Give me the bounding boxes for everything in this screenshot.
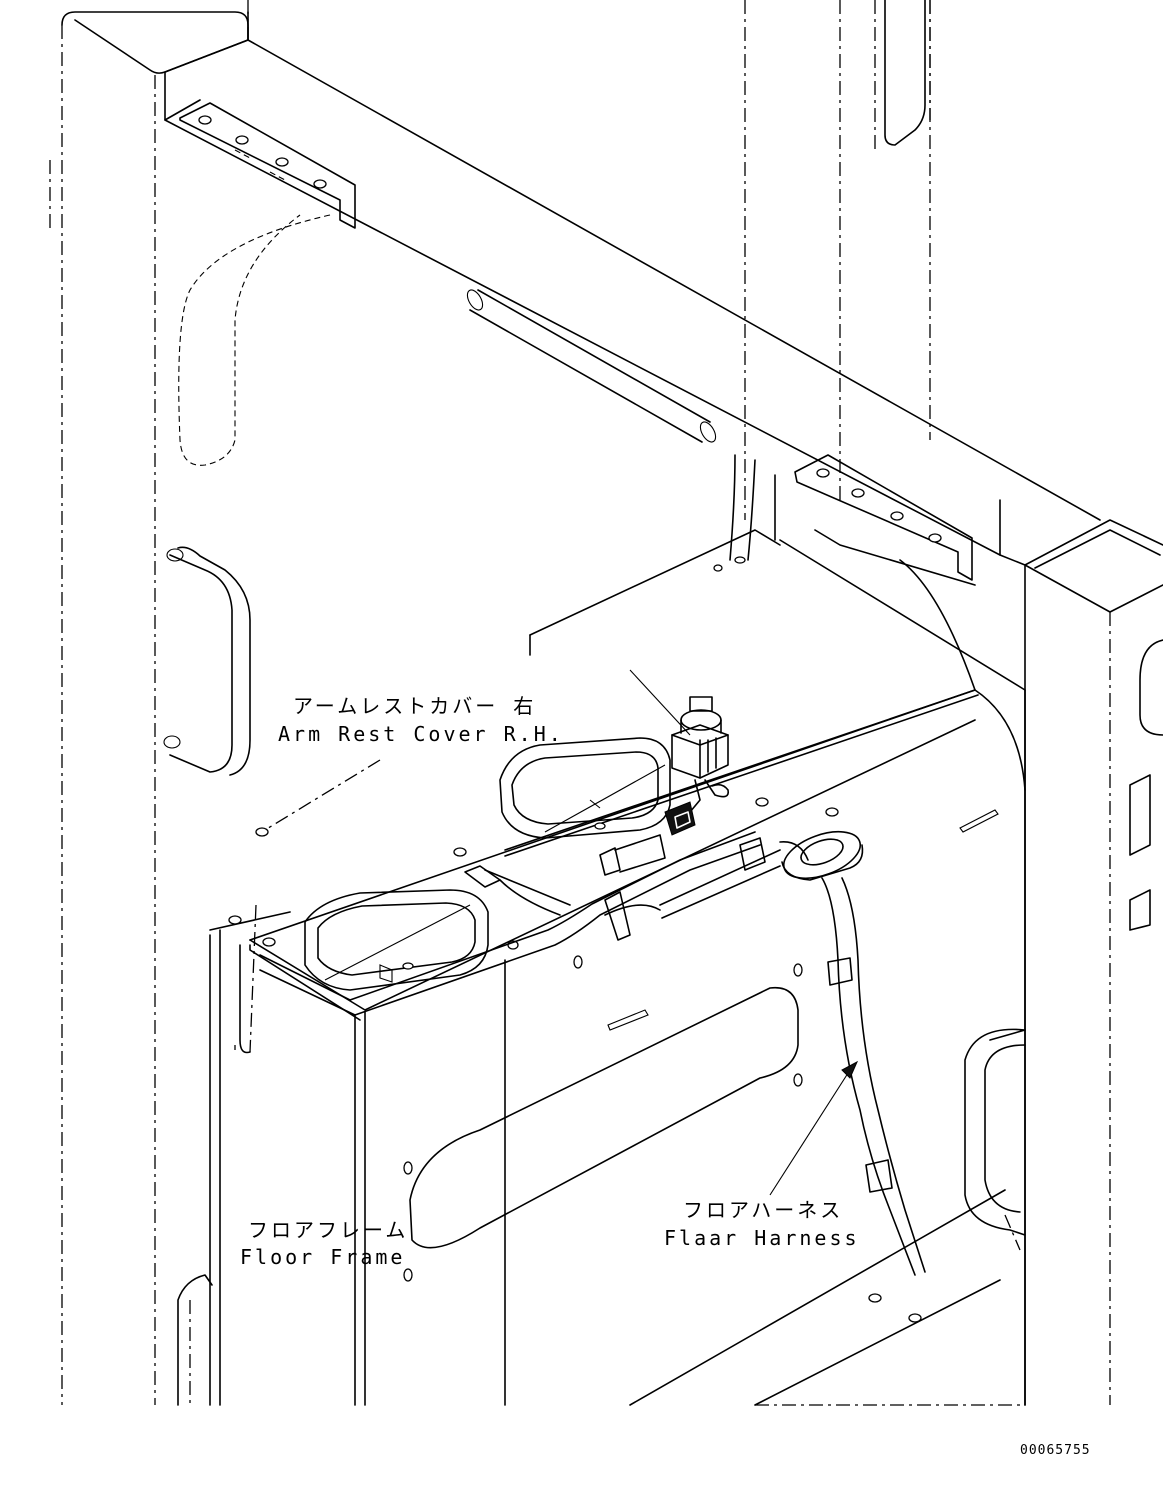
arm-rest-cover-label-ja: アームレストカバー 右 bbox=[293, 694, 537, 718]
right-pillar bbox=[1024, 519, 1163, 1405]
switch-connector bbox=[664, 696, 730, 836]
upper-harness-loop bbox=[178, 214, 331, 466]
right-upper-window bbox=[874, 0, 931, 150]
center-harness bbox=[729, 454, 776, 561]
floor-harness-cable bbox=[779, 841, 926, 1276]
lower-left-window bbox=[177, 1274, 213, 1406]
grommet bbox=[781, 830, 864, 881]
beam-bracket-right bbox=[794, 454, 973, 581]
beam-bracket-left bbox=[179, 102, 356, 229]
right-hose bbox=[964, 1028, 1026, 1251]
floor-harness-top bbox=[259, 831, 781, 1016]
left-hose bbox=[163, 546, 251, 776]
floor-frame-label-ja: フロアフレーム bbox=[248, 1218, 409, 1242]
left-pillar bbox=[49, 11, 249, 1405]
beam-rod bbox=[466, 289, 717, 443]
floor-frame-details bbox=[228, 556, 999, 1323]
floor-frame-label-en: Floor Frame bbox=[240, 1245, 406, 1269]
floor-frame-cutout bbox=[409, 986, 799, 1249]
floor-harness-label-ja: フロアハーネス bbox=[683, 1198, 844, 1222]
front-grip-ring bbox=[304, 889, 489, 991]
floor-harness-label-en: Flaar Harness bbox=[664, 1226, 860, 1250]
rear-grip-ring bbox=[499, 737, 671, 839]
floor-frame bbox=[209, 529, 1026, 1406]
arm-rest-cover-label-en: Arm Rest Cover R.H. bbox=[278, 722, 564, 746]
leader-lines bbox=[264, 669, 859, 1196]
drawing-number: 00065755 bbox=[1020, 1443, 1091, 1458]
arm-rest-cover bbox=[249, 689, 979, 1021]
